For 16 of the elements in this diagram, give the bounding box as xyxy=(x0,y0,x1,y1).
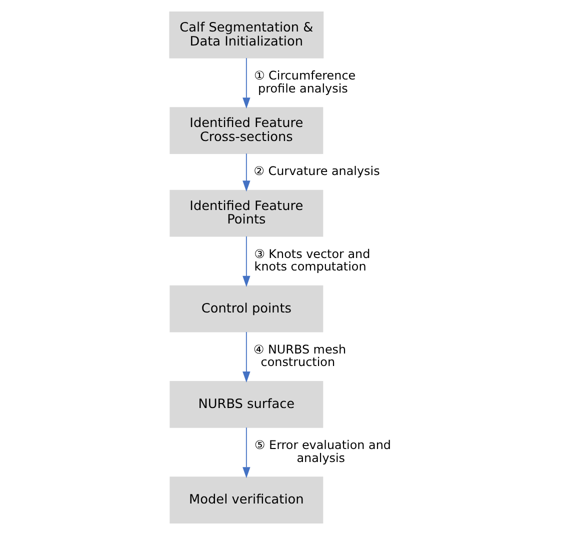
node-box: Model verification xyxy=(170,476,324,524)
node-box: Identified Feature Points xyxy=(170,190,324,237)
arrow xyxy=(242,332,250,383)
edge-label: ⑤ Error evaluation and analysis xyxy=(254,438,391,465)
edge-label: ② Curvature analysis xyxy=(254,164,380,178)
node-box: NURBS surface xyxy=(170,381,324,428)
edge-label: ① Circumference profile analysis xyxy=(254,68,356,96)
edge-label: ④ NURBS mesh construction xyxy=(253,342,346,370)
node-box: Calf Segmentation & Data Initialization xyxy=(169,12,324,58)
arrow xyxy=(242,236,250,287)
arrow xyxy=(242,427,250,478)
edge-label: ③ Knots vector and knots computation xyxy=(254,246,370,274)
node-box: Control points xyxy=(170,285,324,332)
arrow xyxy=(242,58,250,109)
node-box: Identified Feature Cross-sections xyxy=(170,107,324,154)
arrow xyxy=(242,153,250,192)
